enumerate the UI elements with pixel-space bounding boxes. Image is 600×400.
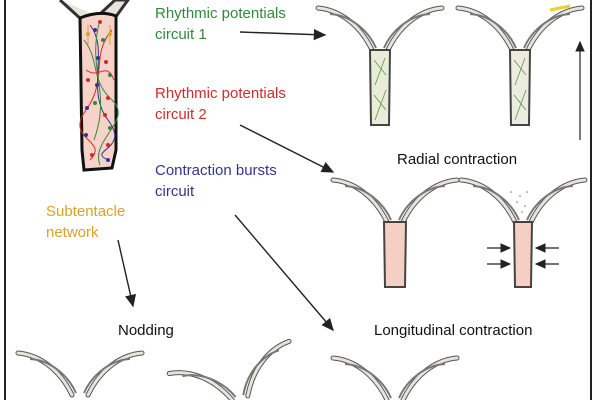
label-cb-line2: circuit — [155, 183, 195, 200]
label-rp1-line1: Rhythmic potentials — [155, 5, 286, 22]
label-rp2-line2: circuit 2 — [155, 106, 207, 123]
hydra-rp1-right — [458, 4, 582, 126]
label-rp-circuit-2: Rhythmic potentials circuit 2 — [155, 83, 286, 125]
label-rp-circuit-1: Rhythmic potentials circuit 1 — [155, 3, 286, 45]
radial-arrows — [487, 243, 559, 269]
arrow-contraction-bursts — [234, 214, 334, 332]
neuron-dots — [84, 20, 112, 162]
hydra-nodding-left — [18, 353, 142, 395]
label-st-line2: network — [46, 224, 99, 241]
label-rp1-line2: circuit 1 — [155, 26, 207, 43]
main-hydra-network-illustration — [58, 0, 130, 172]
label-radial-contraction: Radial contraction — [397, 151, 518, 168]
label-contraction-bursts-circuit: Contraction bursts circuit — [155, 160, 277, 202]
label-nodding: Nodding — [118, 322, 174, 339]
label-subtentacle-network: Subtentacle network — [46, 201, 125, 243]
label-cb-line1: Contraction bursts — [155, 162, 277, 179]
label-rp2-line1: Rhythmic potentials — [155, 85, 286, 102]
hydra-rp1-left — [318, 8, 442, 126]
label-longitudinal-contraction: Longitudinal contraction — [374, 322, 533, 339]
arrow-rp1 — [239, 29, 327, 41]
arrow-rp2 — [239, 124, 335, 173]
hydra-longitudinal — [333, 358, 457, 400]
hydra-nodding-right — [169, 341, 300, 400]
arrow-subtentacle — [117, 239, 136, 308]
hydra-radial-left — [333, 180, 457, 288]
label-st-line1: Subtentacle — [46, 203, 126, 220]
hydra-radial-right — [461, 180, 585, 288]
